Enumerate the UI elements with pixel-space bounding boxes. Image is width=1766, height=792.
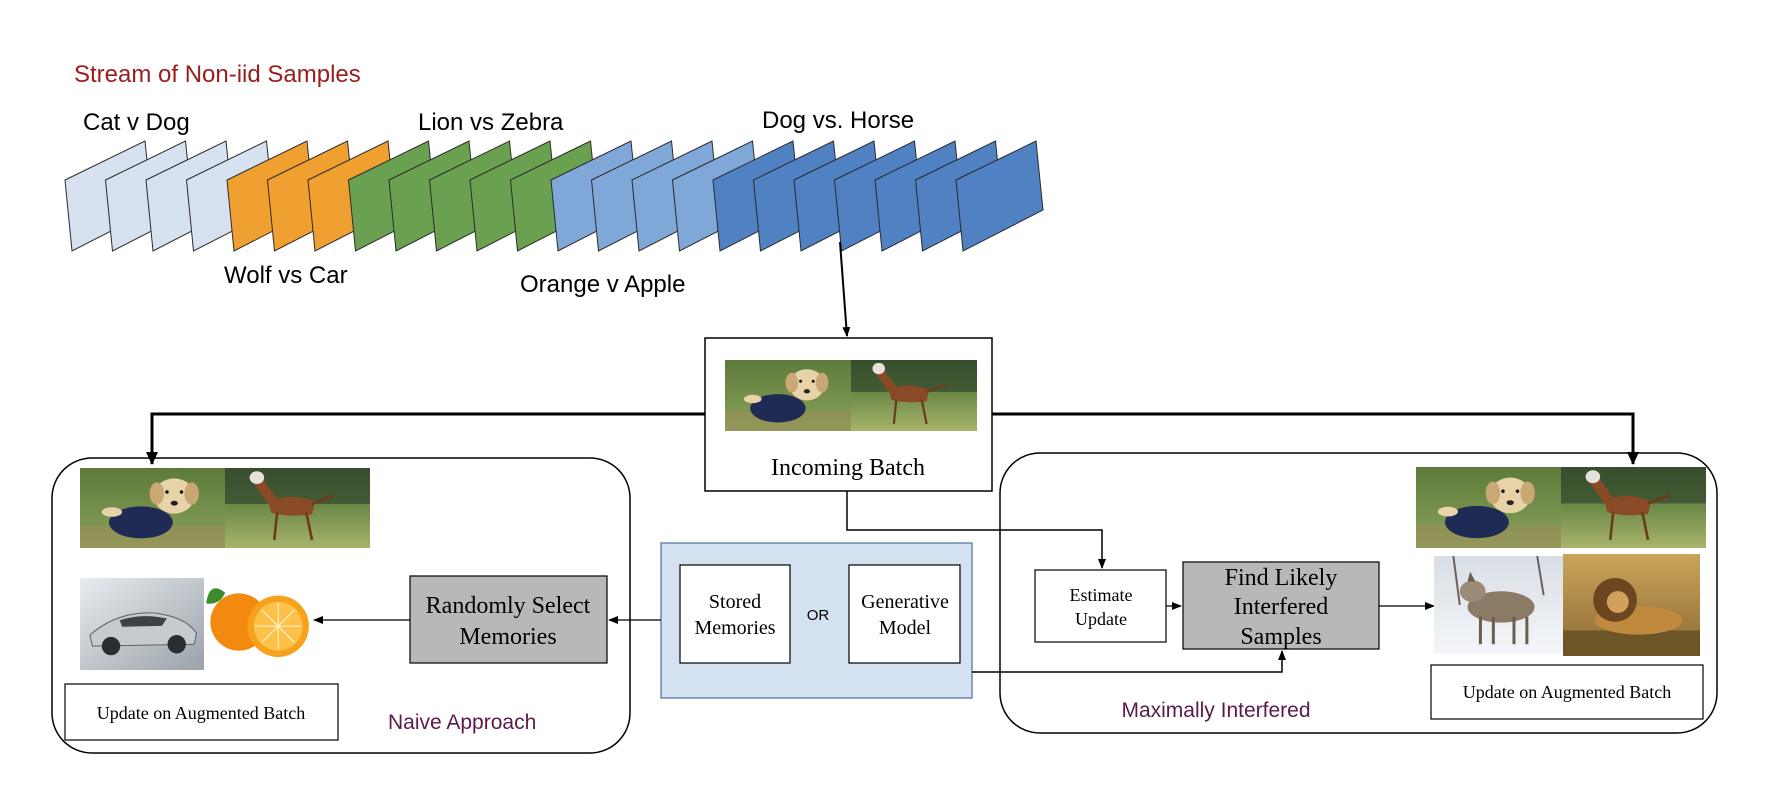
task-label-cat-dog: Cat v Dog (83, 109, 190, 136)
diagram-title: Stream of Non-iid Samples (74, 61, 361, 88)
generative-model-box (848, 564, 961, 664)
find-interfered-line3: Samples (1240, 624, 1321, 650)
naive-dog-photo (80, 468, 225, 548)
stored-memories-line1: Stored (709, 591, 761, 613)
batch-to-estimate-arrow (846, 491, 1106, 569)
randomly-select-label-line2: Memories (459, 624, 556, 650)
mir-panel (999, 452, 1718, 734)
randomly-select-label-line1: Randomly Select (426, 593, 591, 619)
estimate-update-line2: Update (1075, 609, 1127, 629)
naive-panel (51, 457, 631, 754)
stream-to-batch-arrow (839, 241, 851, 337)
mir-lion-photo (1563, 554, 1700, 656)
task-label-wolf-car: Wolf vs Car (224, 262, 348, 289)
task-label-lion-zebra: Lion vs Zebra (418, 109, 564, 136)
task-label-orange-apple: Orange v Apple (520, 271, 685, 298)
batch-to-naive-arrow (146, 412, 705, 465)
or-label: OR (807, 607, 830, 624)
mir-horse-photo (1561, 467, 1706, 548)
naive-car-photo (80, 578, 204, 670)
incoming-dog-photo (725, 360, 851, 431)
maximally-interfered-caption: Maximally Interfered (1121, 699, 1310, 722)
sample-stream (64, 140, 1044, 252)
mir-update-label: Update on Augmented Batch (1463, 682, 1671, 702)
batch-to-mir-arrow (992, 412, 1639, 465)
estimate-update-box (1034, 569, 1167, 643)
incoming-batch-label: Incoming Batch (771, 455, 925, 481)
generative-model-line1: Generative (861, 591, 949, 613)
naive-orange-photo (204, 580, 310, 664)
stored-memories-line2: Memories (694, 617, 775, 639)
stored-memories-box (679, 564, 791, 664)
estimate-update-line1: Estimate (1070, 585, 1133, 605)
find-interfered-line2: Interfered (1234, 594, 1329, 620)
mir-update-box (1430, 664, 1704, 720)
naive-horse-photo (225, 468, 370, 548)
find-interfered-box (1182, 561, 1380, 650)
naive-update-label: Update on Augmented Batch (97, 703, 305, 723)
mir-dog-photo (1416, 467, 1561, 548)
stream-card-task5 (955, 140, 1044, 252)
randomly-select-box (409, 575, 608, 664)
mir-wolf-photo (1434, 555, 1563, 654)
generative-model-line2: Model (879, 617, 932, 639)
naive-update-box (64, 683, 339, 741)
task-label-dog-horse: Dog vs. Horse (762, 107, 914, 134)
memory-to-mir-arrow (972, 650, 1286, 673)
naive-approach-caption: Naive Approach (388, 711, 536, 734)
find-interfered-line1: Find Likely (1225, 565, 1338, 591)
incoming-horse-photo (851, 360, 977, 431)
